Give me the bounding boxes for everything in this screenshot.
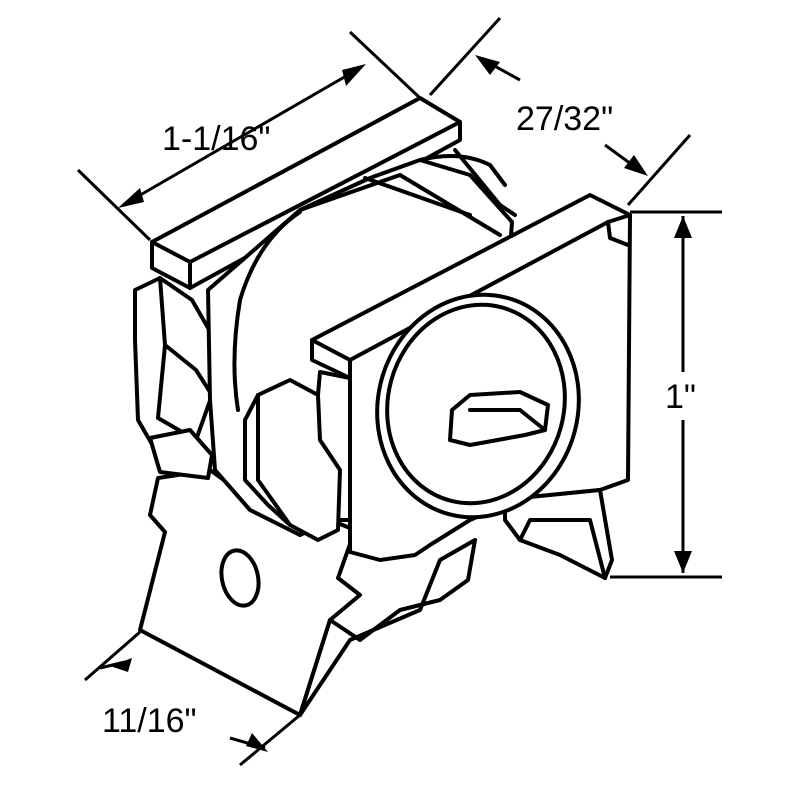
mounting-hole (219, 548, 261, 608)
label-height: 1" (665, 378, 696, 416)
label-depth: 27/32" (516, 100, 613, 138)
dim-height (610, 210, 722, 579)
label-base-width: 11/16" (102, 702, 197, 740)
window-latch-part (133, 96, 632, 717)
dimension-labels: 1-1/16" 27/32" 1" 11/16" (102, 100, 696, 740)
dim-top-width (76, 30, 422, 242)
underside-keel (298, 538, 477, 717)
left-side-clip (133, 276, 217, 460)
turn-knob (375, 292, 581, 520)
dim-depth (428, 16, 692, 206)
dimension-lines (76, 16, 722, 767)
center-notch (243, 378, 342, 542)
dim-base-width (84, 630, 301, 767)
label-top-width: 1-1/16" (162, 120, 270, 158)
